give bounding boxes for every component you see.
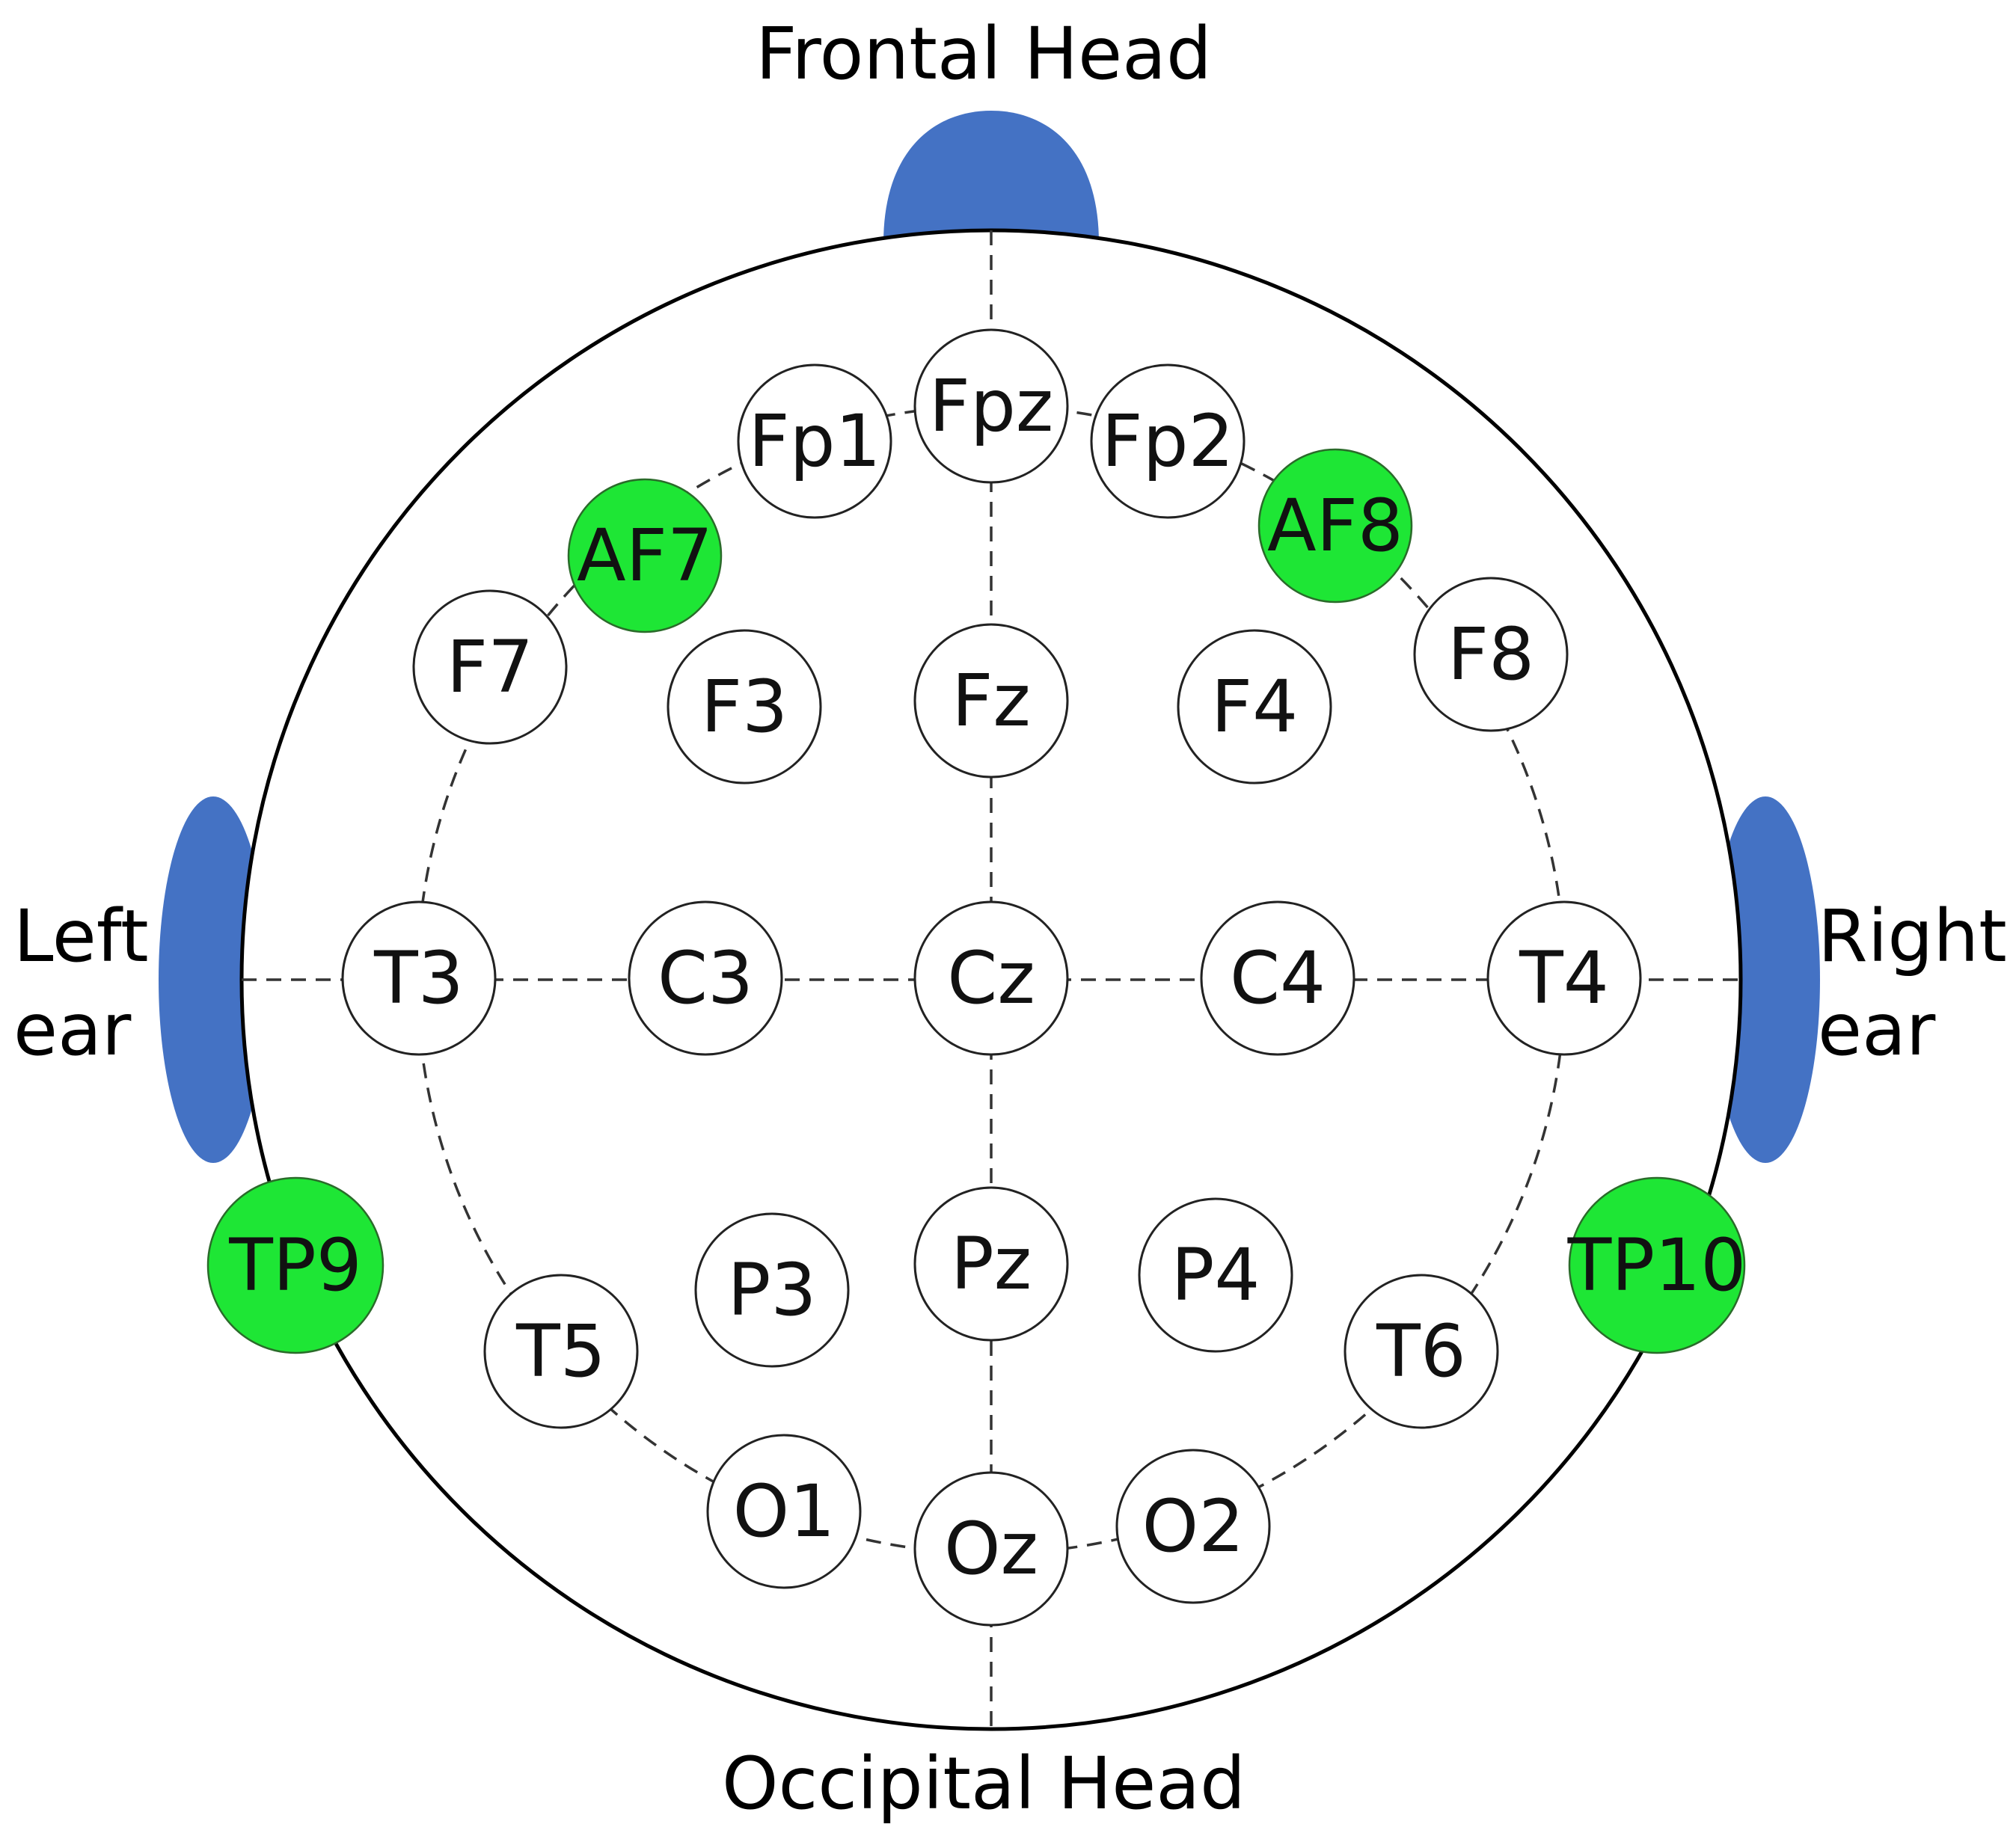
electrode-label: T6 [1376, 1310, 1466, 1393]
electrode-label: Fp1 [748, 399, 880, 483]
electrode-label: TP9 [228, 1224, 362, 1307]
electrode-oz: Oz [913, 1471, 1069, 1627]
electrode-f3: F3 [667, 629, 822, 785]
electrode-o2: O2 [1115, 1449, 1271, 1604]
electrode-label: C4 [1230, 936, 1326, 1020]
electrode-f4: F4 [1177, 629, 1332, 785]
electrode-label: T4 [1519, 936, 1609, 1020]
electrode-label: O2 [1142, 1485, 1245, 1568]
electrode-label: P4 [1171, 1233, 1260, 1317]
electrode-label: T5 [515, 1310, 606, 1393]
nose-shape [883, 111, 1099, 243]
electrode-t4: T4 [1486, 900, 1642, 1056]
left-ear-label-line2: ear [13, 988, 132, 1072]
occipital-head-label: Occipital Head [722, 1742, 1246, 1826]
electrode-f7: F7 [412, 589, 568, 745]
right-ear-shape [1711, 796, 1820, 1163]
electrode-p4: P4 [1138, 1197, 1293, 1353]
electrode-fp2: Fp2 [1090, 363, 1246, 519]
electrode-label: Oz [944, 1507, 1038, 1591]
electrode-label: AF7 [577, 514, 713, 598]
electrode-label: F8 [1447, 612, 1534, 696]
electrode-label: F4 [1211, 665, 1298, 749]
electrode-p3: P3 [694, 1212, 850, 1368]
electrode-tp9: TP9 [206, 1176, 384, 1354]
electrode-t5: T5 [483, 1274, 639, 1429]
electrode-label: Fpz [929, 364, 1054, 448]
electrode-fpz: Fpz [913, 328, 1069, 484]
right-ear-label-line1: Right [1818, 894, 2007, 978]
electrode-fp1: Fp1 [737, 363, 892, 519]
electrode-label: TP10 [1567, 1224, 1747, 1307]
electrode-c4: C4 [1200, 900, 1355, 1056]
electrode-t3: T3 [341, 900, 497, 1056]
electrode-label: Fp2 [1101, 399, 1234, 483]
electrode-label: P3 [728, 1248, 817, 1332]
electrode-label: Pz [951, 1222, 1032, 1306]
left-ear-label-line1: Left [13, 894, 149, 978]
electrode-cz: Cz [913, 900, 1069, 1056]
electrode-fz: Fz [913, 623, 1069, 779]
electrode-label: Cz [947, 936, 1035, 1020]
electrode-label: F7 [447, 625, 533, 709]
right-ear-label-line2: ear [1818, 988, 1936, 1072]
electrode-f8: F8 [1413, 577, 1569, 732]
electrode-o1: O1 [706, 1434, 862, 1589]
electrode-tp10: TP10 [1567, 1176, 1747, 1354]
electrode-label: T3 [373, 936, 464, 1020]
electrodes: Fpz Fp1 Fp2 AF7 AF8 F7 F3 Fz F4 F8 T3 C3… [206, 328, 1747, 1627]
left-ear-shape [159, 796, 268, 1163]
electrode-label: AF8 [1267, 484, 1403, 568]
electrode-af7: AF7 [567, 478, 723, 633]
electrode-label: C3 [658, 936, 753, 1020]
electrode-t6: T6 [1344, 1274, 1499, 1429]
electrode-pz: Pz [913, 1186, 1069, 1342]
electrode-label: F3 [701, 665, 788, 749]
electrode-af8: AF8 [1257, 448, 1413, 604]
electrode-label: O1 [733, 1470, 836, 1553]
electrode-c3: C3 [628, 900, 783, 1056]
frontal-head-label: Frontal Head [756, 12, 1212, 96]
electrode-label: Fz [952, 659, 1031, 743]
